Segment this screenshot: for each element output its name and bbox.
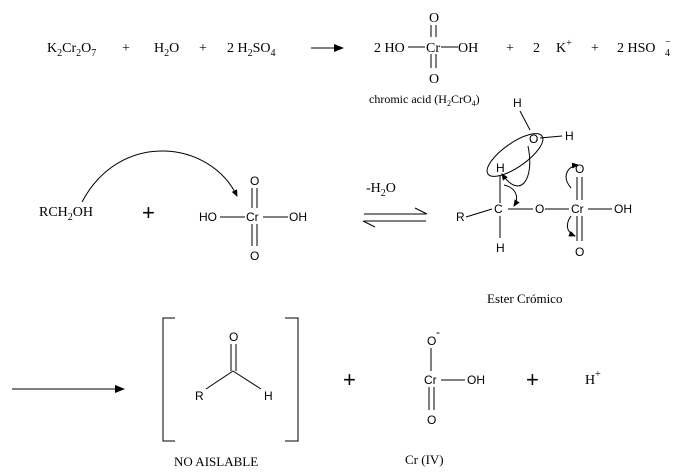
proton: H+ [585, 369, 601, 388]
chromium-atom: Cr [571, 202, 584, 216]
oxygen-atom: O [250, 249, 259, 263]
equilibrium-arrowhead [414, 207, 428, 215]
oxygen-atom: O [575, 162, 584, 176]
oxygen-atom: O [429, 72, 439, 87]
bond-line [519, 110, 531, 131]
oxygen-atom: O [229, 330, 238, 344]
plus-sign: + [142, 200, 155, 225]
oxygen-atom: O [575, 245, 584, 259]
bracket-right [285, 317, 299, 442]
r-group: R [195, 389, 204, 403]
chromium-iv-label: Cr (IV) [405, 452, 444, 467]
carbon-atom: C [494, 202, 503, 216]
equilibrium-arrowhead [362, 220, 376, 228]
hydrogen-atom: H [496, 241, 505, 255]
ester-label: Ester Crómico [487, 291, 562, 306]
potassium-ion: K+ [556, 38, 572, 56]
oxygen-atom: O [429, 11, 439, 26]
potassium-dichromate: K2Cr2O7 [47, 41, 96, 59]
curved-arrow [566, 215, 576, 237]
reaction-3: O R H NO AISLABLE + O - Cr OH O Cr (IV) … [12, 317, 601, 469]
sulfuric-acid: 2 H2SO4 [227, 41, 276, 59]
condition-label: -H2O [366, 181, 396, 199]
curved-arrow [565, 162, 579, 189]
r-group: R [456, 210, 465, 224]
chromium-atom: Cr [426, 41, 440, 56]
chromic-acid-caption: chromic acid (H2CrO4) [369, 92, 480, 108]
plus-sign: + [591, 41, 599, 56]
bracket-left [162, 317, 175, 442]
curved-arrow [501, 145, 531, 187]
bond-line [465, 208, 493, 218]
chromic-acid-ho: 2 HO [374, 41, 405, 56]
reaction-1: K2Cr2O7 + H2O + 2 H2SO4 2 HO Cr OH O O +… [47, 11, 671, 108]
curved-arrow [81, 150, 238, 203]
hydrogen-atom: H [496, 161, 505, 175]
chromium-atom: Cr [246, 210, 259, 224]
curved-arrow [503, 184, 520, 207]
not-isolable-label: NO AISLABLE [174, 454, 258, 469]
plus-sign: + [122, 41, 130, 56]
bond-line [232, 370, 262, 390]
oxygen-atom: O [250, 174, 259, 188]
oxygen-anion: O [427, 334, 436, 348]
water: H2O [154, 41, 179, 59]
hydroxyl-group: HO [199, 210, 217, 224]
plus-sign: + [506, 41, 514, 56]
hydrogen-atom: H [513, 96, 522, 110]
hydroxyl-group: OH [467, 373, 485, 387]
oxygen-atom: O [529, 132, 538, 146]
bond-line [539, 135, 563, 139]
bond-line [205, 370, 234, 390]
primary-alcohol: RCH2OH [39, 205, 93, 223]
hydroxyl-group: OH [458, 41, 478, 56]
hydroxyl-group: OH [614, 202, 632, 216]
oxygen-atom: O [535, 202, 544, 216]
hydroxyl-group: OH [289, 210, 307, 224]
plus-sign: + [526, 367, 539, 392]
highlight-ellipse [486, 133, 544, 177]
oxygen-atom: O [427, 413, 436, 427]
hydrogen-atom: H [264, 389, 273, 403]
negative-charge: - [436, 325, 440, 339]
potassium-coefficient: 2 [533, 41, 540, 56]
plus-sign: + [199, 41, 207, 56]
reaction-2: RCH2OH + HO Cr OH O O -H2O H O H H R C H [39, 96, 632, 306]
chromium-atom: Cr [424, 373, 437, 387]
hydrogen-atom: H [565, 129, 574, 143]
plus-sign: + [343, 367, 356, 392]
